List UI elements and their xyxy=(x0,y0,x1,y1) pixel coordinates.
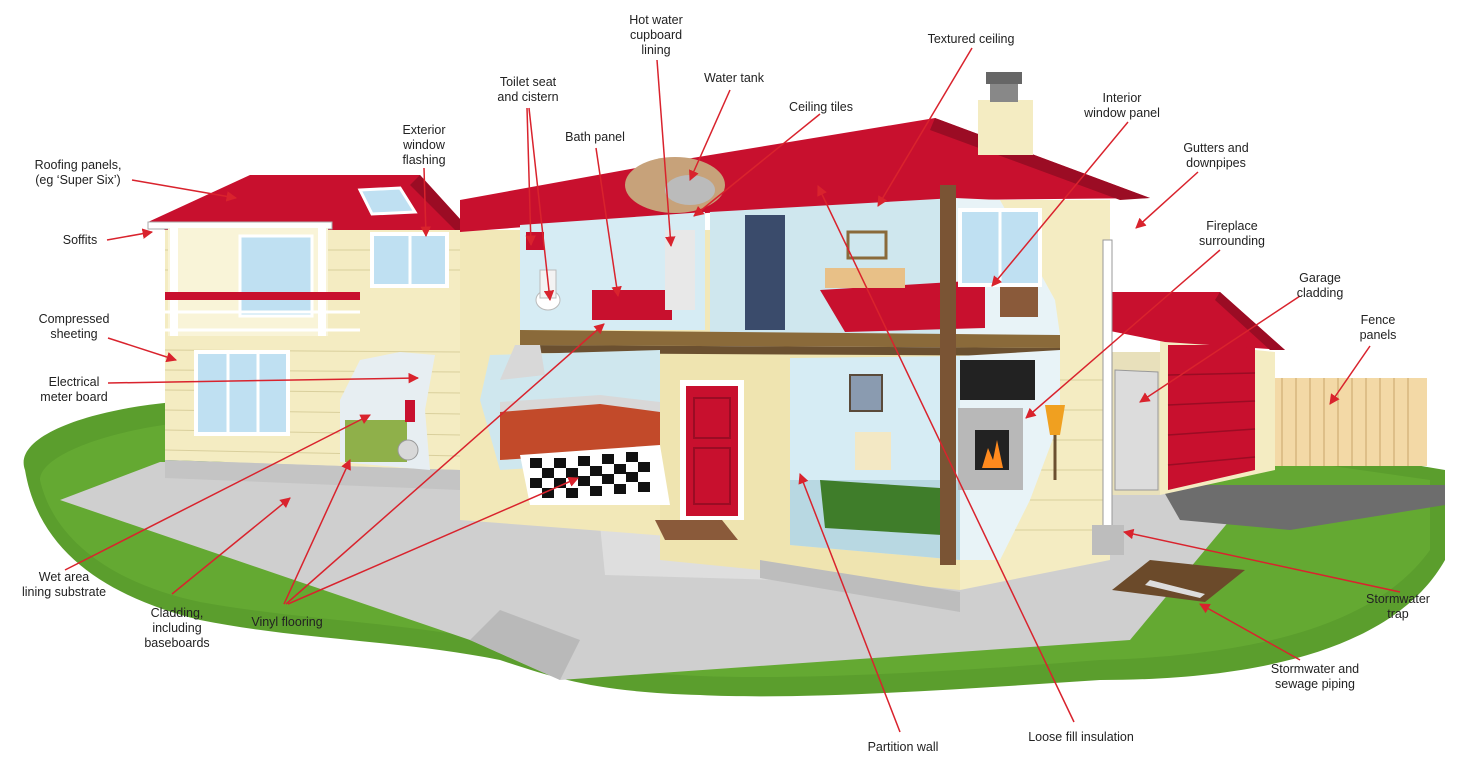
leader-ceiling-tiles xyxy=(693,113,821,217)
label-ceiling-tiles: Ceiling tiles xyxy=(789,100,853,114)
leader-compressed-sheeting xyxy=(107,337,177,363)
label-toilet-seat-cistern: Toilet seat and cistern xyxy=(497,75,559,104)
leader-lines xyxy=(64,47,1401,733)
leader-vinyl-3 xyxy=(287,476,579,605)
label-gutters-downpipes: Gutters and downpipes xyxy=(1183,141,1249,170)
leader-electrical-meter xyxy=(107,372,420,384)
leader-soffits xyxy=(106,228,154,241)
leader-stormwater-trap xyxy=(1122,528,1401,593)
label-vinyl-flooring: Vinyl flooring xyxy=(251,615,323,629)
water-tank-cutaway xyxy=(625,157,725,213)
leader-cladding xyxy=(171,497,291,595)
label-soffits: Soffits xyxy=(62,233,98,247)
leader-hot-water xyxy=(656,59,676,248)
left-wing-windows xyxy=(165,228,449,436)
leader-gutters xyxy=(1135,171,1199,229)
leader-toilet-1 xyxy=(525,107,536,247)
label-exterior-window-flashing: Exterior window flashing xyxy=(402,123,446,167)
leader-fence xyxy=(1329,345,1371,405)
label-wet-area-lining-substrate: Wet area lining substrate xyxy=(21,570,107,599)
leader-partition-wall xyxy=(798,473,901,733)
label-water-tank: Water tank xyxy=(704,71,764,85)
roofs xyxy=(147,72,1150,232)
downpipe xyxy=(1092,239,1245,602)
label-loose-fill-insulation: Loose fill insulation xyxy=(1028,730,1134,744)
label-fireplace-surrounding: Fireplace surrounding xyxy=(1198,219,1266,248)
leader-textured-ceiling xyxy=(877,47,973,207)
leader-bath-panel xyxy=(595,147,622,298)
leader-fireplace xyxy=(1025,249,1221,419)
label-bath-panel: Bath panel xyxy=(565,130,625,144)
label-fence-panels: Fence panels xyxy=(1359,313,1397,342)
leader-vinyl-1 xyxy=(283,459,351,605)
label-cladding-including-baseboards: Cladding, including baseboards xyxy=(144,606,210,650)
label-hot-water-cupboard-lining: Hot water cupboard lining xyxy=(629,13,683,57)
label-electrical-meter-board: Electrical meter board xyxy=(40,375,108,404)
label-roofing-panels: Roofing panels, (eg ‘Super Six’) xyxy=(34,158,122,187)
leader-water-tank xyxy=(689,89,731,181)
leader-window-flashing xyxy=(420,167,431,238)
label-interior-window-panel: Interior window panel xyxy=(1084,91,1160,120)
leader-stormwater-piping xyxy=(1199,603,1301,661)
front-door xyxy=(655,380,744,540)
leader-vinyl-2 xyxy=(285,323,605,605)
leader-wet-area xyxy=(64,414,371,571)
living-room-cutaway xyxy=(790,185,1065,565)
label-partition-wall: Partition wall xyxy=(867,740,939,754)
leader-interior-window xyxy=(991,121,1129,287)
kitchen-cutaway xyxy=(480,345,660,470)
label-stormwater-sewage-piping: Stormwater and sewage piping xyxy=(1270,662,1360,691)
leader-roofing-panels xyxy=(131,179,238,202)
leader-toilet-2 xyxy=(528,107,555,302)
garage xyxy=(1105,292,1285,495)
label-textured-ceiling: Textured ceiling xyxy=(927,32,1015,46)
leader-loose-fill xyxy=(817,185,1075,723)
leader-garage-cladding xyxy=(1139,295,1301,403)
checkered-floor xyxy=(520,445,670,505)
label-compressed-sheeting: Compressed sheeting xyxy=(38,312,110,341)
bathroom-cutaway xyxy=(520,212,705,330)
label-stormwater-trap: Stormwater trap xyxy=(1366,592,1430,621)
fence xyxy=(1255,378,1427,466)
label-garage-cladding: Garage cladding xyxy=(1296,271,1344,300)
